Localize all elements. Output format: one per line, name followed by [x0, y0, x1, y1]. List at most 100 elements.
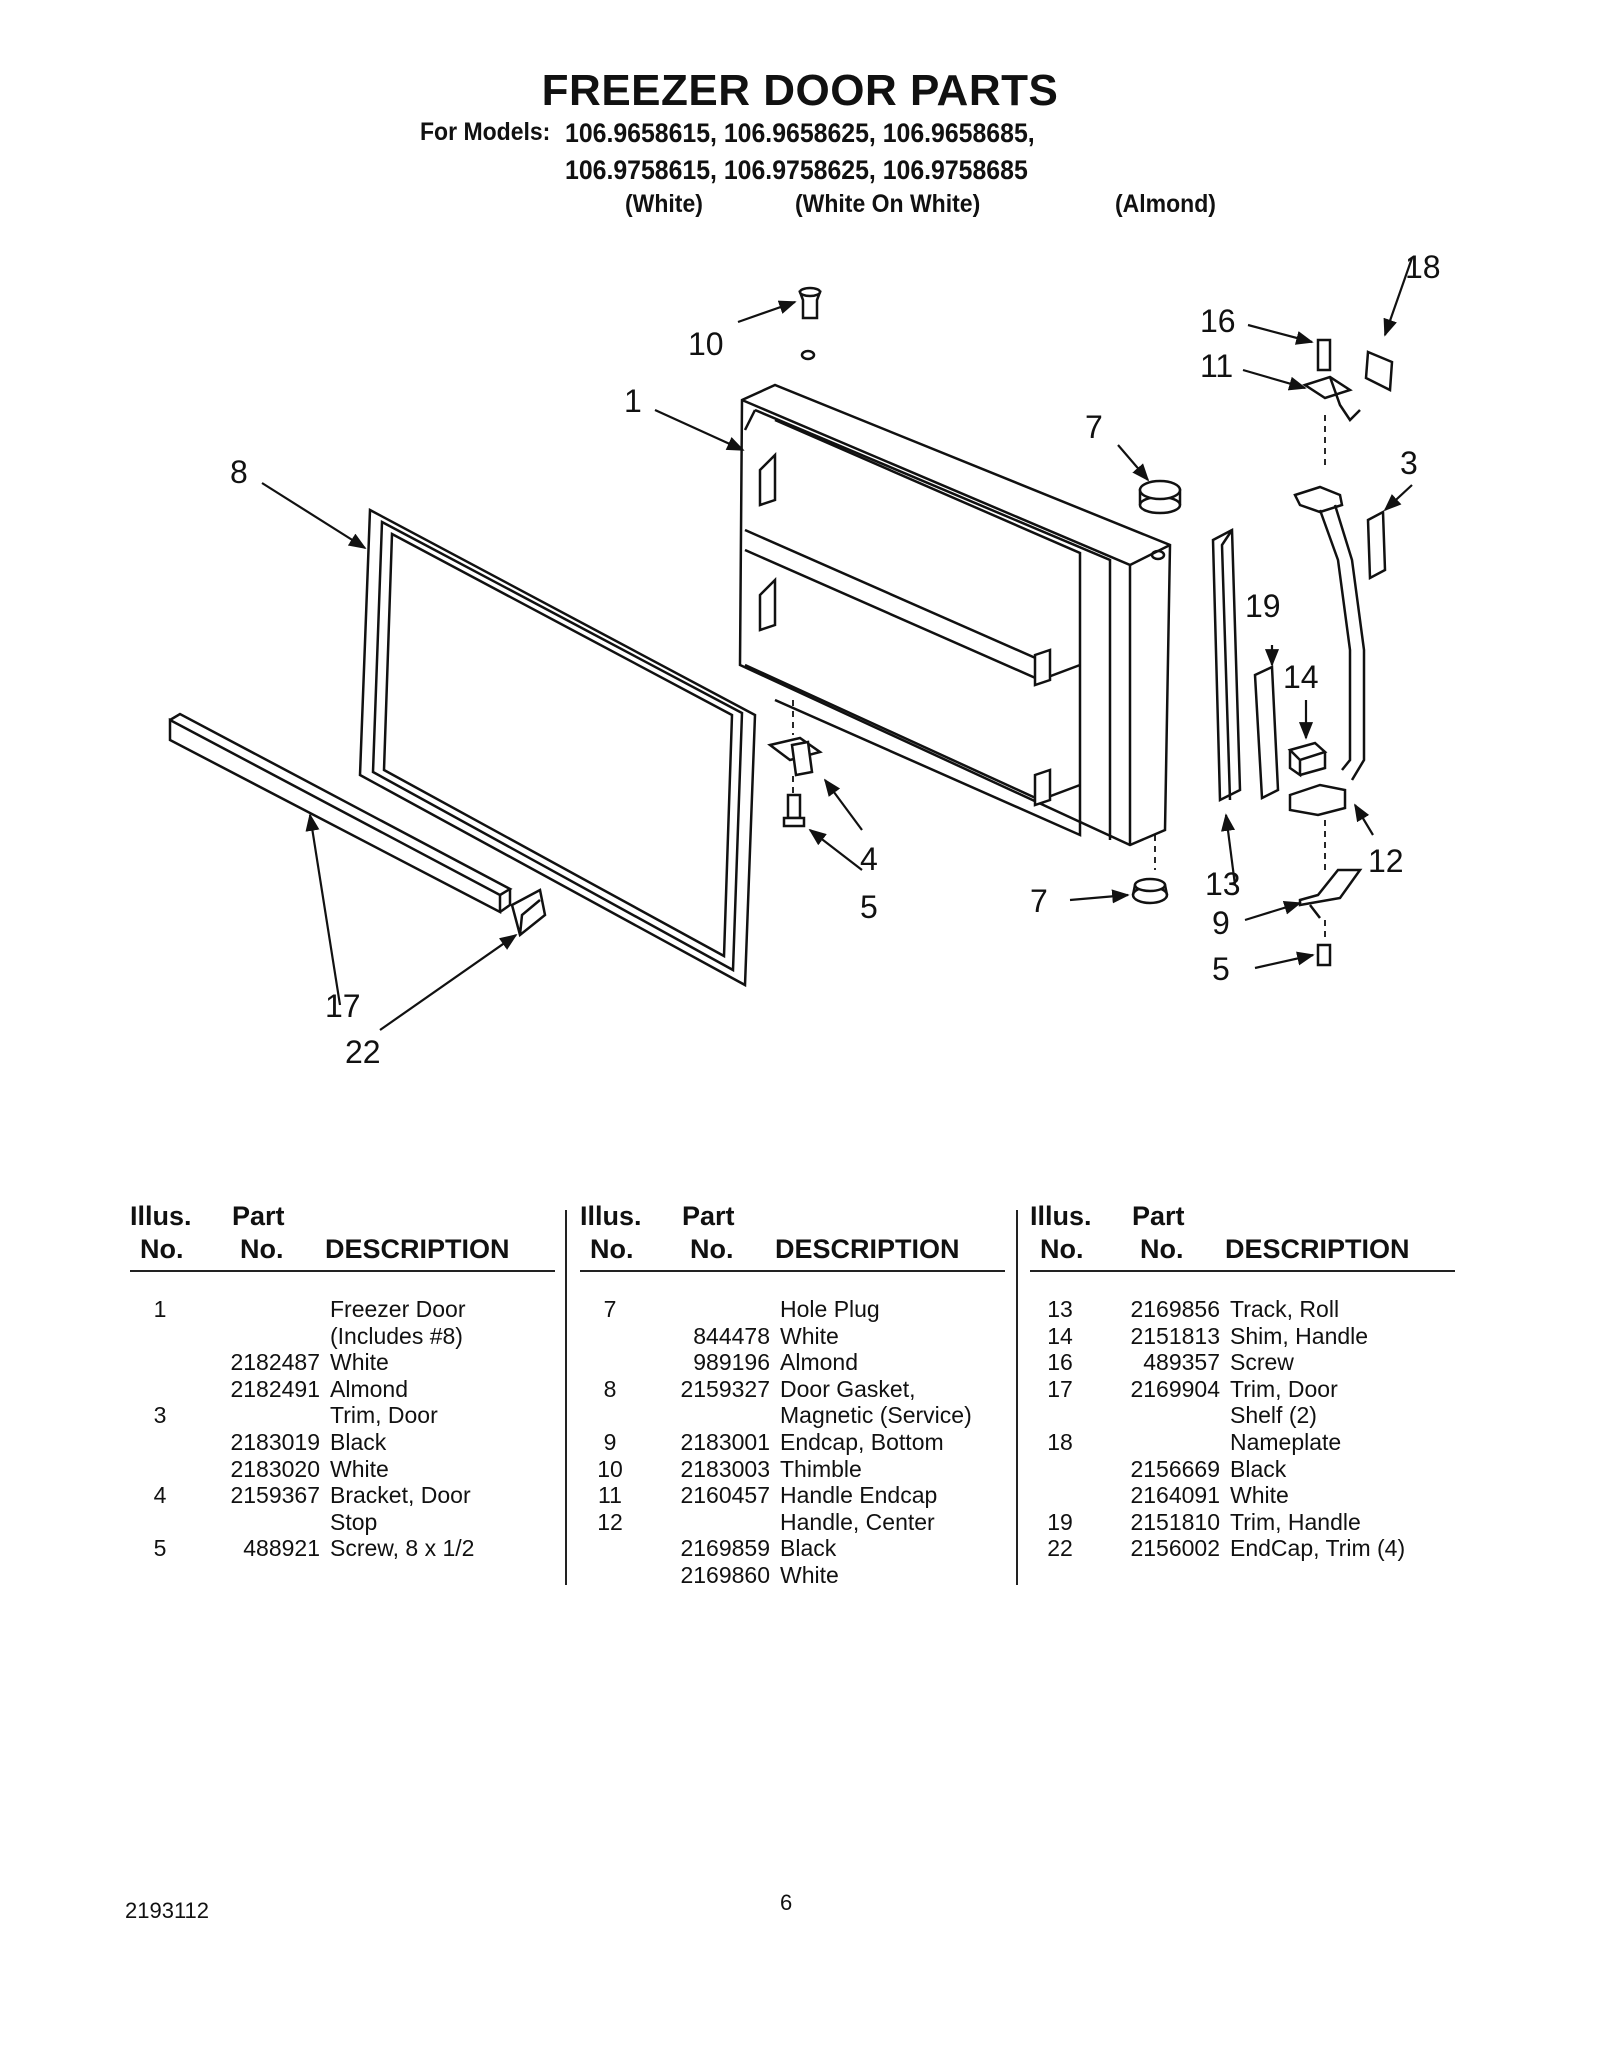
- table-row: Shelf (2): [1030, 1402, 1455, 1429]
- callout-7-bottom: 7: [1030, 883, 1048, 919]
- part-description: (Includes #8): [330, 1322, 463, 1349]
- door-trim-part: [1366, 509, 1387, 581]
- callout-5-right: 5: [1212, 951, 1230, 987]
- table-row: 16 489357 Screw: [1030, 1349, 1455, 1376]
- callout-9: 9: [1212, 905, 1230, 941]
- callout-18: 18: [1405, 249, 1441, 285]
- part-description: Handle, Center: [780, 1508, 935, 1535]
- part-number: 2183001: [680, 1428, 770, 1455]
- header-part: Part: [1132, 1201, 1185, 1231]
- part-description: Endcap, Bottom: [780, 1428, 944, 1455]
- part-description: Screw: [1230, 1349, 1294, 1376]
- illus-number: 14: [1047, 1322, 1073, 1349]
- table-row: Magnetic (Service): [580, 1402, 1005, 1429]
- part-number: 989196: [693, 1349, 770, 1376]
- part-description: Almond: [330, 1375, 408, 1402]
- callout-3: 3: [1400, 445, 1418, 481]
- part-number: 2182491: [230, 1375, 320, 1402]
- header-part: Part: [682, 1201, 735, 1231]
- part-description: Trim, Door: [330, 1402, 438, 1429]
- models-line-2: 106.9758615, 106.9758625, 106.9758685: [565, 155, 1028, 185]
- callout-8: 8: [230, 454, 248, 490]
- thimble-part: [798, 286, 822, 320]
- illus-number: 12: [597, 1508, 623, 1535]
- part-number: 2183003: [680, 1455, 770, 1482]
- bracket-screw-part: [782, 793, 806, 828]
- table-row: 2182491 Almond: [130, 1376, 555, 1403]
- header-part-no: No.: [690, 1234, 734, 1264]
- part-description: Freezer Door: [330, 1296, 466, 1322]
- model-color-almond: (Almond): [1115, 190, 1216, 218]
- models-line-1: 106.9658615, 106.9658625, 106.9658685,: [565, 118, 1035, 148]
- illus-number: 3: [153, 1402, 167, 1429]
- part-number: 2151810: [1130, 1508, 1220, 1535]
- header-description: DESCRIPTION: [775, 1234, 960, 1264]
- page-title: FREEZER DOOR PARTS: [541, 66, 1059, 115]
- part-description: Trim, Door: [1230, 1375, 1338, 1402]
- part-number: 2169859: [680, 1535, 770, 1562]
- part-description: Bracket, Door: [330, 1482, 471, 1509]
- model-color-white: (White): [625, 190, 703, 218]
- freezer-door-part: [738, 349, 1172, 847]
- part-number: 2159367: [230, 1482, 320, 1509]
- illus-number: 19: [1047, 1508, 1073, 1535]
- model-color-white-on-white: (White On White): [795, 190, 981, 218]
- part-number: 2169860: [680, 1561, 770, 1588]
- illus-number: 9: [603, 1428, 617, 1455]
- table-row: Stop: [130, 1509, 555, 1536]
- door-gasket-part: [358, 507, 757, 988]
- hole-plug-bottom-part: [1131, 877, 1169, 905]
- trim-endcap-part: [510, 888, 547, 938]
- page-number: 6: [780, 1890, 793, 1915]
- part-number: 2183019: [230, 1428, 320, 1455]
- table-row: 989196 Almond: [580, 1349, 1005, 1376]
- part-number: 2169904: [1130, 1375, 1220, 1402]
- header-illus-no: No.: [1040, 1234, 1084, 1264]
- part-description: White: [1230, 1482, 1289, 1509]
- illus-number: 16: [1047, 1349, 1073, 1376]
- header-description: DESCRIPTION: [325, 1234, 510, 1264]
- part-number: 844478: [693, 1322, 770, 1349]
- table-row: 4 2159367 Bracket, Door: [130, 1482, 555, 1509]
- models-label: For Models:: [420, 118, 551, 146]
- handle-endcap-part: [1302, 375, 1361, 422]
- illus-number: 4: [153, 1482, 167, 1509]
- part-number: 2159327: [680, 1375, 770, 1402]
- part-number: 2169856: [1130, 1296, 1220, 1322]
- header-illus: Illus.: [1030, 1201, 1092, 1231]
- callout-4: 4: [860, 841, 878, 877]
- roll-track-part: [1211, 527, 1242, 802]
- part-description: Shelf (2): [1230, 1402, 1317, 1429]
- part-description: Almond: [780, 1349, 858, 1376]
- header-part-no: No.: [240, 1234, 284, 1264]
- handle-screw-part: [1316, 338, 1332, 372]
- header-illus-no: No.: [140, 1234, 184, 1264]
- illus-number: 11: [598, 1482, 622, 1509]
- illus-number: 22: [1047, 1535, 1073, 1562]
- part-number: 2164091: [1130, 1482, 1220, 1509]
- nameplate-part: [1364, 350, 1394, 392]
- callout-1: 1: [624, 383, 642, 419]
- part-description: Black: [1230, 1455, 1287, 1482]
- part-description: EndCap, Trim (4): [1230, 1535, 1406, 1562]
- part-number: 2182487: [230, 1349, 320, 1376]
- part-description: Door Gasket,: [780, 1375, 916, 1402]
- document-number: 2193112: [125, 1898, 210, 1923]
- handle-shim-part: [1287, 741, 1328, 778]
- header-part: Part: [232, 1201, 285, 1231]
- header-illus-no: No.: [590, 1234, 634, 1264]
- part-number: 489357: [1143, 1349, 1220, 1376]
